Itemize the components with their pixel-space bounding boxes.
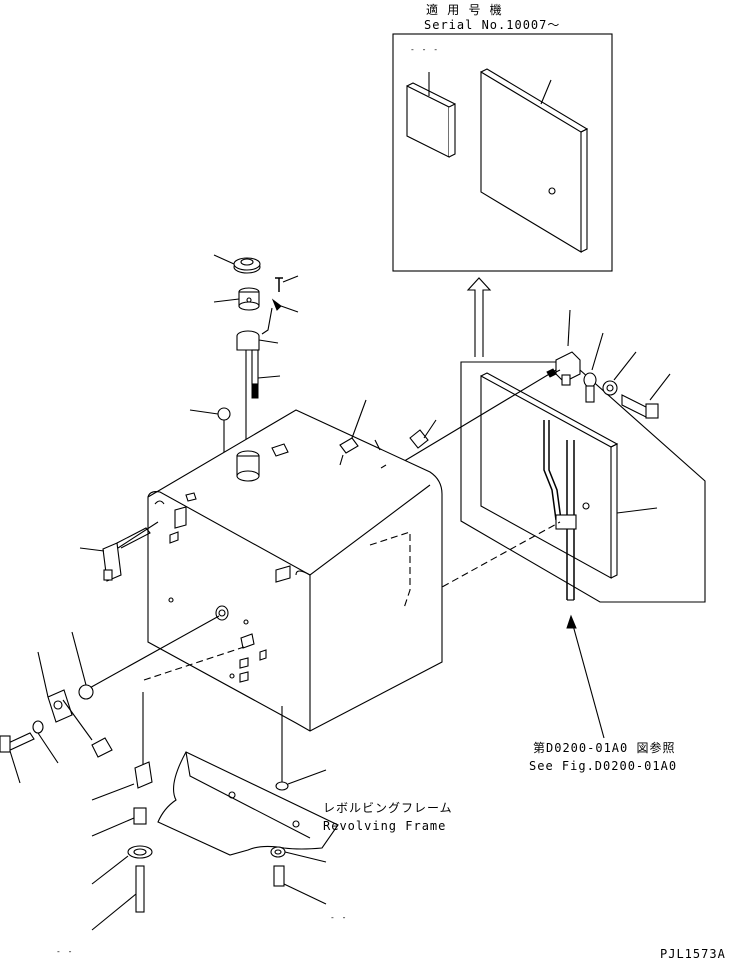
left-bracket [79,521,159,582]
revolving-frame: - - [157,706,347,922]
drain-parts: - - [56,692,153,956]
see-figure-jp: 第D0200-01A0 図参照 [533,740,675,755]
svg-text:- -: - - [56,947,73,956]
svg-text:- -: - - [330,913,347,922]
see-figure-en: See Fig.D0200-01A0 [529,759,677,773]
right-panel-group [395,309,706,609]
serial-number-label: Serial No.10007〜 [424,18,560,32]
cap-parts-group [189,254,299,480]
drawing-code: PJL1573A [660,947,726,961]
revolving-frame-jp: レボルビングフレーム [323,801,453,815]
svg-text:- - -: - - - [410,45,439,54]
revolving-frame-en: Revolving Frame [323,819,446,833]
arrow-up-icon [466,277,492,357]
inset-panel: - - - [392,33,613,272]
flange-assembly [0,651,113,784]
hydraulic-tank [143,399,443,732]
applicable-serial-heading: 適 用 号 機 [426,2,503,17]
